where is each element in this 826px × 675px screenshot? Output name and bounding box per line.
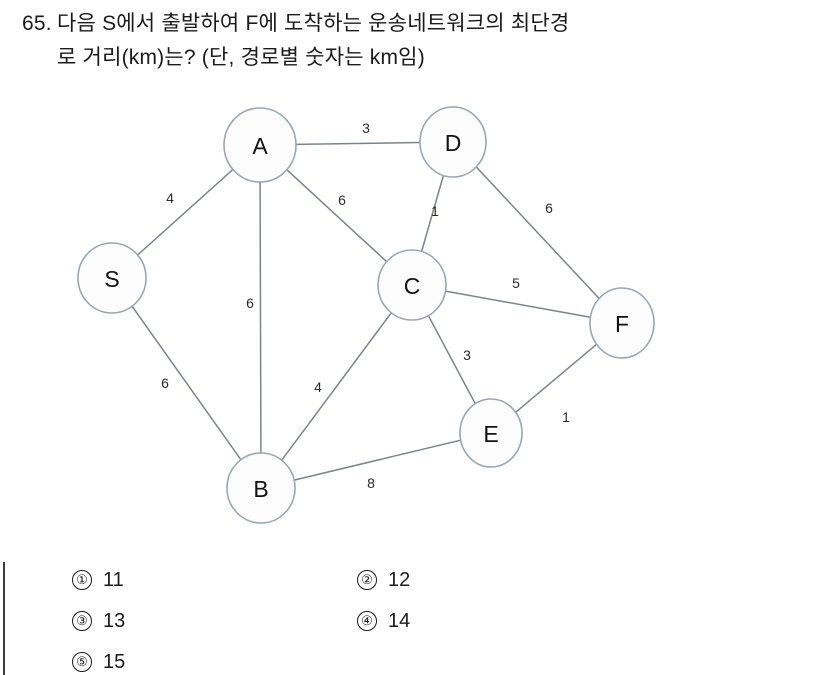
node-circle-a	[223, 107, 297, 183]
edge-weight-e-f: 1	[562, 409, 570, 425]
node-f: F	[589, 287, 655, 359]
node-circle-d	[419, 106, 487, 178]
node-label-b: B	[253, 476, 268, 502]
option-3-label: 13	[103, 610, 126, 632]
answer-options: ① 11 ② 12 ③ 13 ④ 14 ⑤ 15	[0, 556, 826, 675]
option-4-marker: ④	[357, 611, 377, 631]
edge-a-c	[286, 169, 388, 263]
option-2[interactable]: ② 12	[357, 570, 410, 590]
edge-c-f	[445, 290, 591, 319]
edge-weight-b-e: 8	[367, 475, 375, 491]
option-4-label: 14	[388, 610, 411, 632]
edge-weight-a-c: 6	[338, 192, 346, 208]
edge-weight-a-d: 3	[362, 120, 370, 136]
option-5[interactable]: ⑤ 15	[72, 652, 125, 672]
network-diagram: S A D C F E B 4 6 3 6 6 1 6 5 3 4 1 8	[0, 88, 826, 538]
node-a: A	[223, 107, 297, 183]
edge-weight-a-b: 6	[246, 295, 254, 311]
option-5-marker: ⑤	[72, 652, 92, 672]
node-label-a: A	[252, 133, 268, 159]
options-left-rule	[3, 562, 5, 675]
edge-c-d	[420, 175, 445, 252]
question-line-2: 로 거리(km)는? (단, 경로별 숫자는 km임)	[0, 41, 826, 75]
edge-e-f	[515, 343, 598, 413]
question-number: 65.	[22, 12, 52, 35]
option-2-marker: ②	[357, 570, 377, 590]
node-s: S	[77, 242, 147, 314]
node-layer: S A D C F E B	[77, 106, 655, 524]
edge-weight-c-e: 3	[463, 347, 471, 363]
question-text-line-1: 다음 S에서 출발하여 F에 도착하는 운송네트워크의 최단경	[57, 12, 570, 35]
node-circle-f	[589, 287, 655, 359]
option-5-label: 15	[103, 651, 126, 673]
edge-s-b	[131, 305, 242, 461]
question-line-1: 65. 다음 S에서 출발하여 F에 도착하는 운송네트워크의 최단경	[0, 0, 826, 41]
network-graph-svg: S A D C F E B 4 6 3 6 6 1 6 5 3 4 1 8	[77, 106, 655, 524]
edge-weight-s-a: 4	[166, 190, 174, 206]
node-e: E	[459, 398, 523, 468]
option-1[interactable]: ① 11	[72, 570, 124, 590]
edge-d-f	[475, 166, 600, 300]
node-circle-b	[226, 452, 296, 524]
edge-weight-s-b: 6	[161, 375, 169, 391]
edge-weight-c-b: 4	[314, 379, 322, 395]
node-c: C	[377, 249, 447, 321]
question-block: 65. 다음 S에서 출발하여 F에 도착하는 운송네트워크의 최단경 로 거리…	[0, 0, 826, 75]
question-text-line-2: 로 거리(km)는? (단, 경로별 숫자는 km임)	[57, 46, 425, 69]
edge-c-b	[281, 312, 392, 461]
node-circle-s	[77, 242, 147, 314]
node-label-c: C	[404, 273, 421, 299]
node-label-d: D	[445, 130, 462, 156]
node-b: B	[226, 452, 296, 524]
edge-weight-layer: 4 6 3 6 6 1 6 5 3 4 1 8	[161, 120, 570, 491]
edge-layer	[131, 141, 600, 481]
option-1-marker: ①	[72, 570, 92, 590]
node-label-e: E	[483, 421, 498, 447]
option-1-label: 11	[103, 569, 124, 591]
option-3-marker: ③	[72, 611, 92, 631]
option-2-label: 12	[388, 569, 411, 591]
edge-a-d	[295, 141, 421, 146]
option-3[interactable]: ③ 13	[72, 611, 125, 631]
option-4[interactable]: ④ 14	[357, 611, 410, 631]
node-circle-c	[377, 249, 447, 321]
edge-c-e	[427, 315, 476, 405]
edge-a-b	[259, 181, 262, 454]
edge-weight-c-d: 1	[431, 203, 439, 219]
node-d: D	[419, 106, 487, 178]
node-circle-e	[459, 398, 523, 468]
edge-weight-c-f: 5	[512, 275, 520, 291]
edge-b-e	[293, 439, 461, 481]
node-label-f: F	[615, 311, 629, 337]
edge-s-a	[137, 168, 234, 256]
edge-weight-d-f: 6	[545, 200, 553, 216]
node-label-s: S	[104, 266, 119, 292]
